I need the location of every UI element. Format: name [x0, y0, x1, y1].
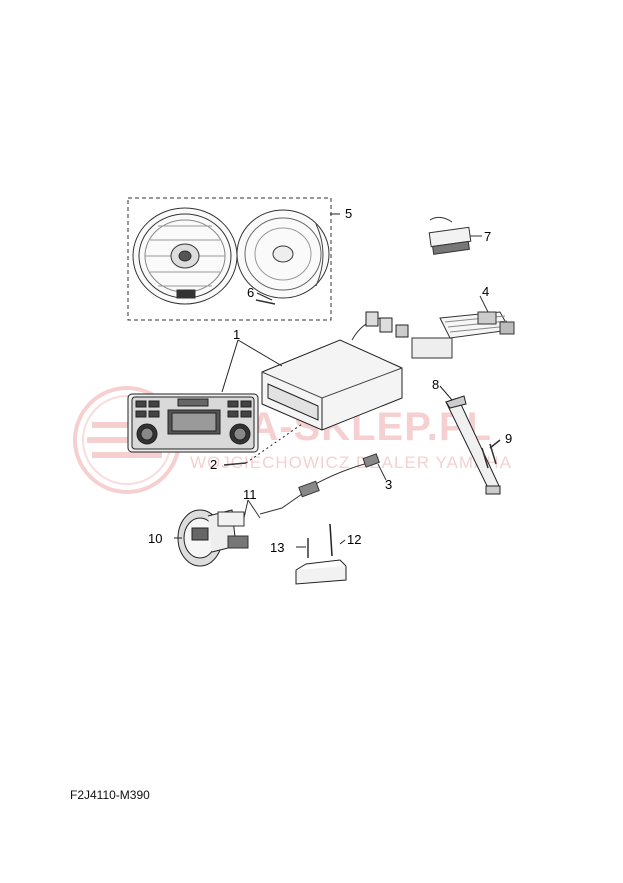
callout-8: 8	[432, 377, 440, 392]
callout-1: 1	[233, 327, 241, 342]
figure-code: F2J4110-M390	[70, 788, 150, 802]
screw-2	[223, 462, 247, 466]
callout-11: 11	[243, 487, 257, 502]
callout-10: 10	[148, 531, 163, 546]
speaker-group-box	[127, 197, 332, 321]
wiring-harness	[411, 295, 515, 359]
callout-6: 6	[247, 285, 255, 300]
mounting-bracket	[439, 385, 501, 495]
usb-cable	[259, 453, 387, 515]
led-strip	[428, 216, 482, 255]
callout-9: 9	[505, 431, 513, 446]
callout-4: 4	[482, 284, 490, 299]
callout-7: 7	[484, 229, 492, 244]
callout-5: 5	[345, 206, 353, 221]
watermark-subtext: WOJCIECHOWICZ DEALER YAMAHA	[190, 453, 513, 472]
bracket-12	[295, 523, 347, 585]
callout-3: 3	[385, 477, 393, 492]
screw-6	[255, 299, 276, 305]
speaker-grille	[132, 207, 238, 305]
callout-2: 2	[210, 457, 218, 472]
screws-9	[481, 439, 501, 469]
stereo-head-unit	[127, 311, 409, 453]
callout-12: 12	[347, 532, 362, 547]
screws-11	[217, 499, 261, 549]
callout-13: 13	[270, 540, 285, 555]
speaker-cone	[236, 209, 330, 299]
